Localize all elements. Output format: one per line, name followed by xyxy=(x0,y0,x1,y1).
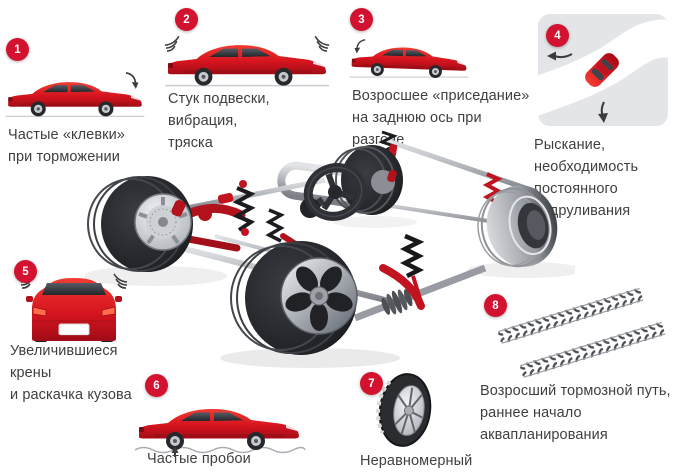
car-rear-roll-icon xyxy=(20,273,128,342)
symptom-caption: Возросший тормозной путь, раннее начало … xyxy=(480,383,671,443)
symptom-caption: Увеличившиеся крены и раскачка кузова xyxy=(10,343,132,403)
car-side-bumpy-road-icon xyxy=(134,409,306,457)
symptom-item-3: 3 Возросшее «приседание» на заднюю ось п… xyxy=(346,8,536,148)
item-number-badge: 7 xyxy=(360,372,383,395)
item-number-badge: 1 xyxy=(6,38,29,61)
worn-tire-icon xyxy=(376,373,432,447)
symptom-item-1: 1 Частые «клевки» при торможении xyxy=(4,38,164,165)
item-number-badge: 8 xyxy=(484,294,507,317)
tire-tracks-icon xyxy=(497,288,666,378)
symptom-item-8: 8 Возросший тормозной путь, раннее начал… xyxy=(476,286,700,443)
car-side-nosedive-icon xyxy=(5,72,145,118)
symptom-item-6: 6 Частые пробои подвески на неровностях xyxy=(131,364,316,476)
symptom-caption: Рыскание, необходимость постоянного подр… xyxy=(534,137,639,219)
symptom-item-7: 7 Неравномерный износ шин xyxy=(354,364,504,476)
item-number-badge: 6 xyxy=(145,374,168,397)
suspension-chassis-illustration xyxy=(85,130,575,368)
vibration-waves-icon xyxy=(164,35,330,52)
symptom-caption: Стук подвески, вибрация, тряска xyxy=(168,91,270,151)
item-number-badge: 5 xyxy=(14,260,37,283)
item-number-badge: 2 xyxy=(175,8,198,31)
symptom-item-4: 4 Рыскание, необходимость постоянного по… xyxy=(534,14,700,219)
car-side-squat-icon xyxy=(349,39,469,79)
symptom-item-2: 2 Стук подвески, вибрация, тряска xyxy=(163,8,343,151)
symptom-caption: Частые пробои подвески на неровностях xyxy=(147,451,251,476)
symptom-caption: Неравномерный износ шин xyxy=(360,453,473,476)
car-topview xyxy=(585,53,619,87)
symptom-caption: Частые «клевки» при торможении xyxy=(8,127,125,165)
symptom-item-5: 5 Увеличившиеся крены и раскачка кузова xyxy=(8,254,158,403)
car-topview-winding-road-icon xyxy=(538,14,668,126)
symptom-caption: Возросшее «приседание» на заднюю ось при… xyxy=(352,88,530,148)
item-number-badge: 4 xyxy=(546,24,569,47)
car-side-vibration-icon xyxy=(164,35,330,87)
item-number-badge: 3 xyxy=(350,8,373,31)
